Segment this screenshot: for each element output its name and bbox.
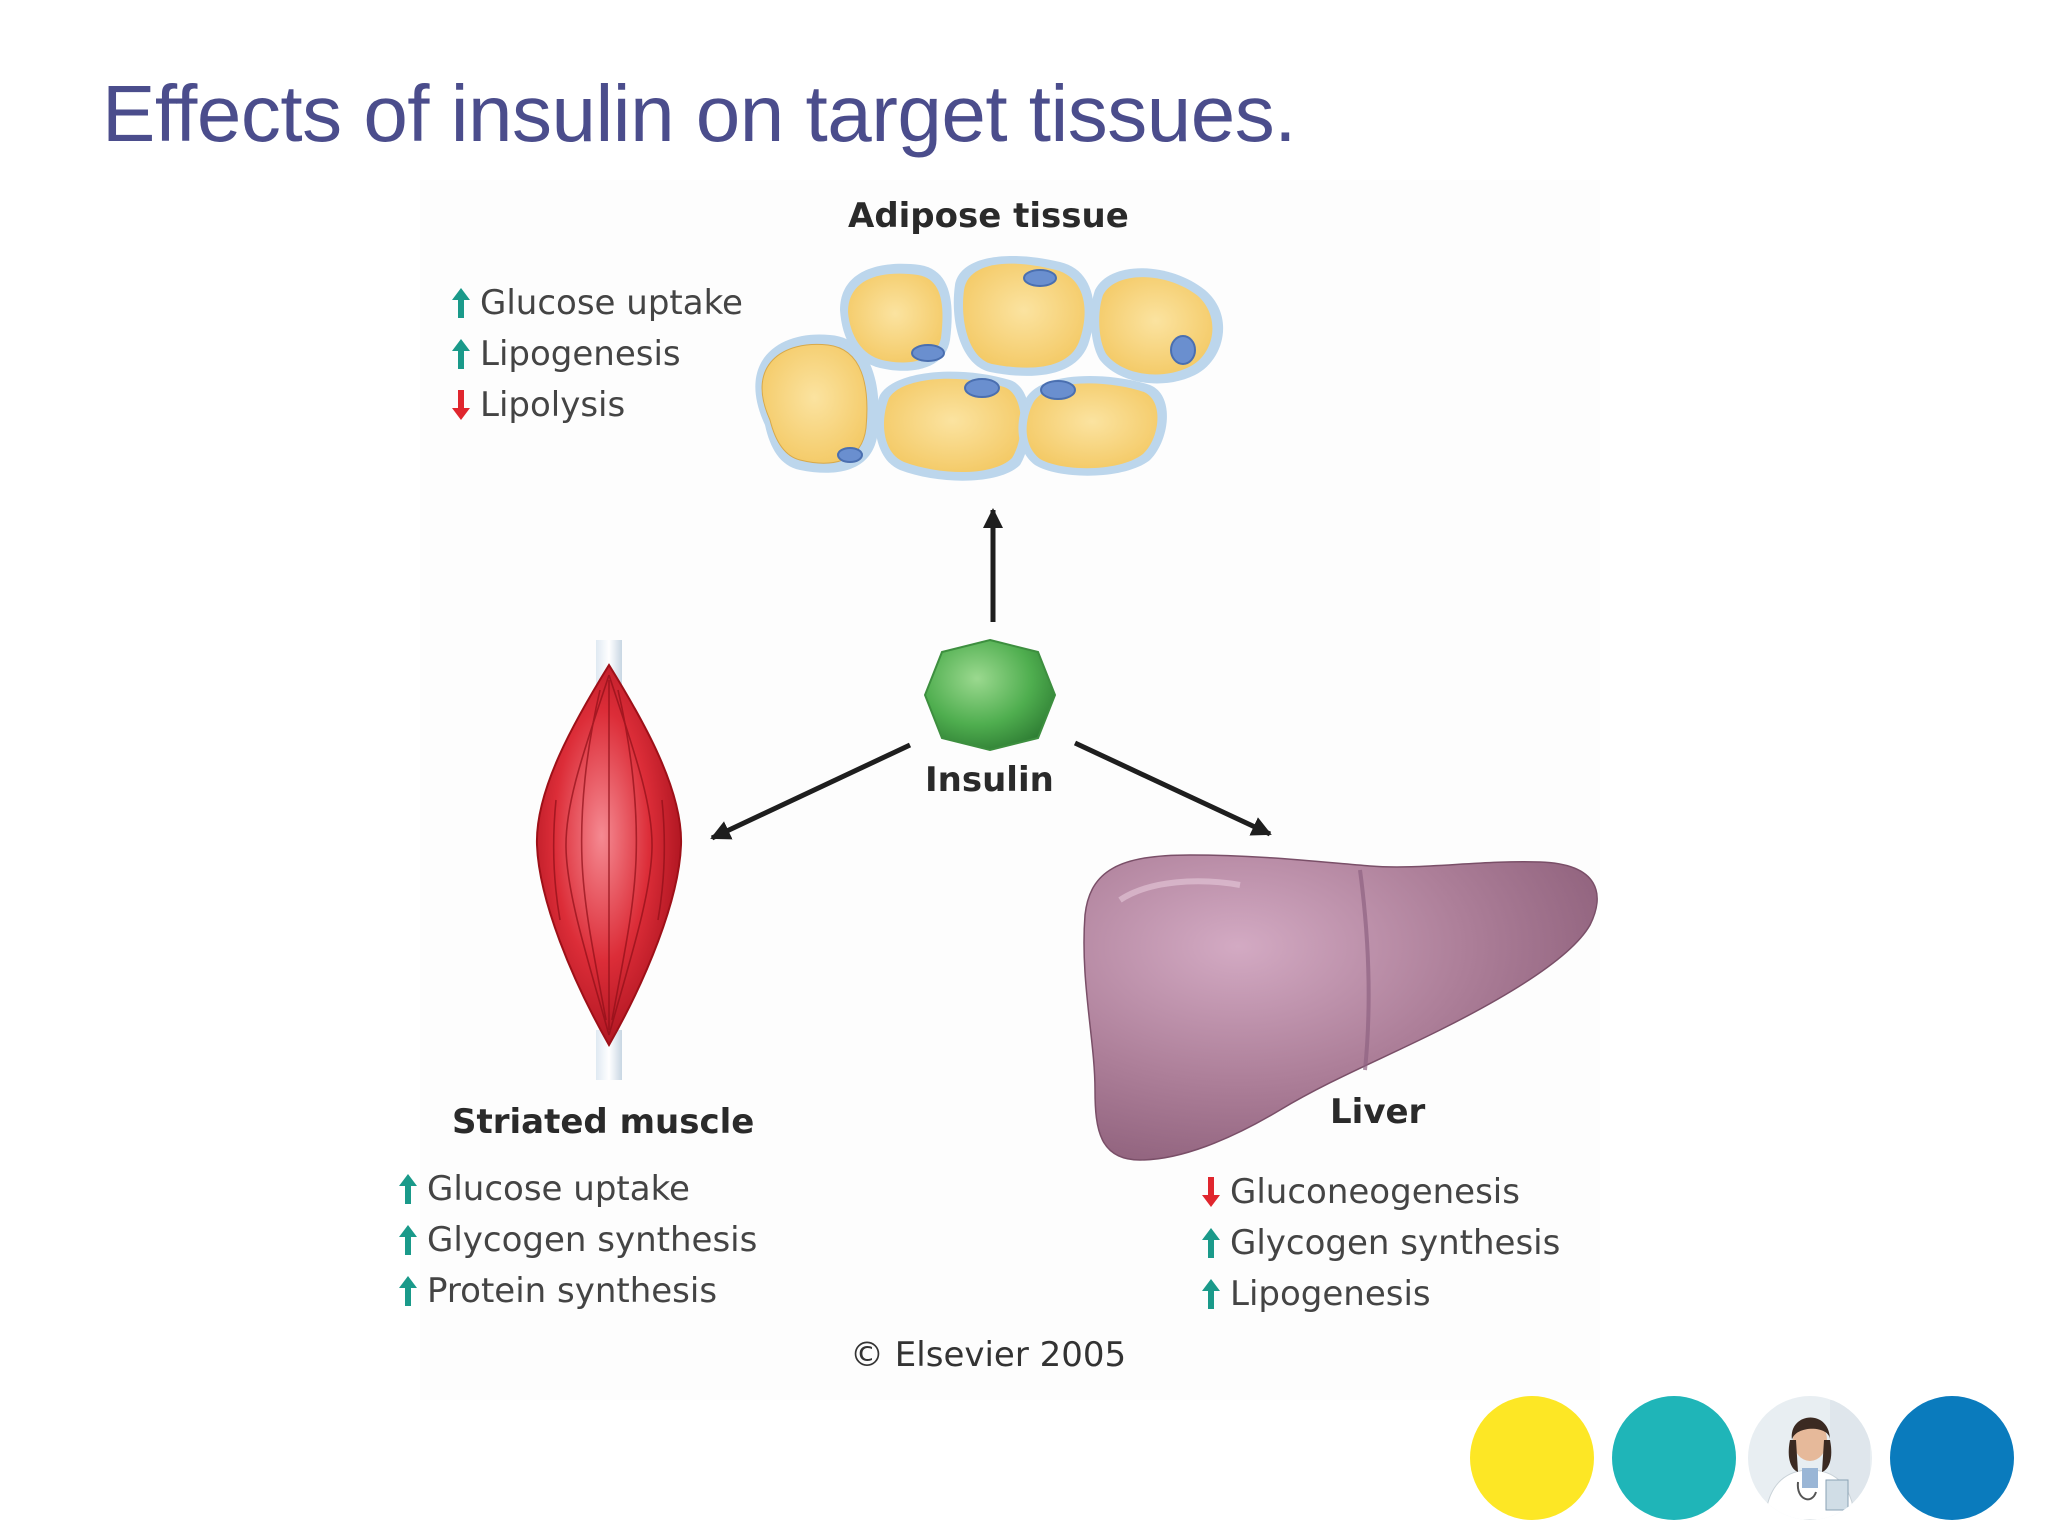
effect-item: Glycogen synthesis xyxy=(397,1214,757,1265)
striated-muscle-illustration xyxy=(535,640,683,1080)
effect-item: Glycogen synthesis xyxy=(1200,1217,1560,1268)
liver-label: Liver xyxy=(1330,1092,1426,1132)
insulin-label: Insulin xyxy=(925,760,1054,800)
effect-item: Glucose uptake xyxy=(450,277,743,328)
copyright-notice: © Elsevier 2005 xyxy=(850,1335,1127,1375)
decorative-circle-teal xyxy=(1612,1396,1736,1520)
striated-muscle-label: Striated muscle xyxy=(452,1102,755,1142)
liver-effects-list: Gluconeogenesis Glycogen synthesis Lipog… xyxy=(1200,1166,1560,1319)
adipose-tissue-illustration xyxy=(755,255,1224,481)
slide-title: Effects of insulin on target tissues. xyxy=(102,69,1297,158)
effect-item: Lipolysis xyxy=(450,379,743,430)
effect-text: Protein synthesis xyxy=(427,1270,718,1311)
effect-text: Lipogenesis xyxy=(1230,1273,1431,1314)
muscle-effects-list: Glucose uptake Glycogen synthesis Protei… xyxy=(397,1163,757,1316)
liver-illustration xyxy=(1083,854,1598,1161)
doctor-portrait-icon xyxy=(1748,1396,1872,1520)
decorative-circle-yellow xyxy=(1470,1396,1594,1520)
effect-item: Lipogenesis xyxy=(1200,1268,1560,1319)
up-arrow-icon xyxy=(399,1173,417,1204)
down-arrow-icon xyxy=(452,389,470,420)
insulin-molecule xyxy=(923,638,1057,752)
up-arrow-icon xyxy=(399,1275,417,1306)
up-arrow-icon xyxy=(1202,1278,1220,1309)
arrow-to-muscle xyxy=(710,742,912,841)
effect-text: Glycogen synthesis xyxy=(1230,1222,1561,1263)
effect-item: Lipogenesis xyxy=(450,328,743,379)
adipose-tissue-label: Adipose tissue xyxy=(848,196,1129,236)
effect-text: Glucose uptake xyxy=(427,1168,690,1209)
effect-item: Protein synthesis xyxy=(397,1265,757,1316)
effect-text: Lipogenesis xyxy=(480,333,681,374)
up-arrow-icon xyxy=(1202,1227,1220,1258)
decorative-circle-blue xyxy=(1890,1396,2014,1520)
down-arrow-icon xyxy=(1202,1176,1220,1207)
up-arrow-icon xyxy=(399,1224,417,1255)
effect-text: Glycogen synthesis xyxy=(427,1219,758,1260)
up-arrow-icon xyxy=(452,338,470,369)
effect-text: Glucose uptake xyxy=(480,282,743,323)
effect-item: Glucose uptake xyxy=(397,1163,757,1214)
up-arrow-icon xyxy=(452,287,470,318)
effect-text: Lipolysis xyxy=(480,384,626,425)
effect-text: Gluconeogenesis xyxy=(1230,1171,1520,1212)
adipose-effects-list: Glucose uptake Lipogenesis Lipolysis xyxy=(450,277,743,430)
effect-item: Gluconeogenesis xyxy=(1200,1166,1560,1217)
arrow-to-liver xyxy=(1073,740,1272,837)
